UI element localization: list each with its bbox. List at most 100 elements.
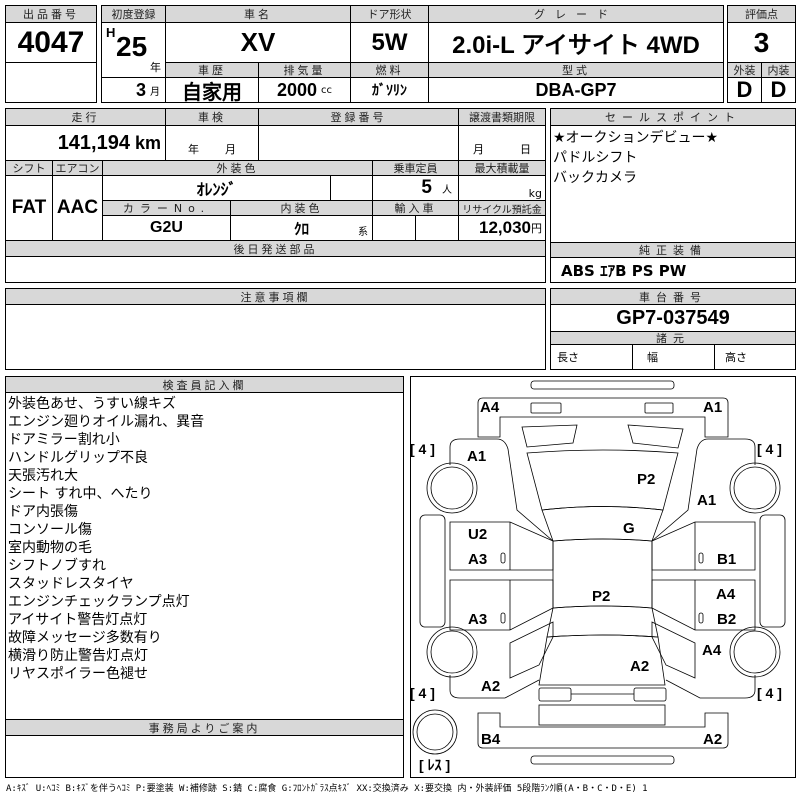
damage-mark: A3 <box>468 551 487 568</box>
car-diagram-box <box>410 376 796 778</box>
ext-color-label: 外装色 <box>102 160 373 176</box>
rear-window <box>546 605 659 638</box>
inspector-note: ドアミラー割れ小 <box>8 432 120 448</box>
damage-mark: A2 <box>630 658 649 675</box>
tire-tread-mark: [ 4 ] <box>410 441 435 457</box>
tire-tread-mark: [ 4 ] <box>410 685 435 701</box>
equipment: ABS ｴｱB PS PW <box>550 257 796 283</box>
mileage-value: 141,194 <box>57 131 130 154</box>
damage-mark: P2 <box>637 471 655 488</box>
color-no: G2U <box>102 215 231 241</box>
car-name-label: 車名 <box>165 5 351 23</box>
rear-quarter-right <box>651 621 756 699</box>
ext-score: D <box>727 77 762 103</box>
headlight-left <box>530 402 562 414</box>
doors-right <box>651 521 756 631</box>
inspector-note: アイサイト警告灯点灯 <box>8 612 148 628</box>
rear-quarter-left <box>449 621 554 699</box>
side-step-left <box>419 514 446 628</box>
later-parts-label: 後日発送部品 <box>5 240 546 257</box>
int-score-label: 内装 <box>761 62 796 78</box>
transfer-day-unit: 日 <box>520 143 531 156</box>
inspector-note: ドア内張傷 <box>8 504 78 520</box>
tail-light-left <box>538 687 572 702</box>
reg-no-label: 登録番号 <box>258 108 459 126</box>
sale-points: ★オークションデビュー★ パドルシフト バックカメラ <box>553 128 718 188</box>
inspector-label: 検査員記入欄 <box>5 376 404 393</box>
lot-number: 4047 <box>5 22 97 63</box>
ext-color-extra <box>330 175 373 201</box>
damage-mark: B4 <box>481 731 501 748</box>
car-name: XV <box>165 22 351 63</box>
notes <box>5 304 546 370</box>
transfer: 月日 <box>458 125 546 161</box>
tire-tread-mark: [ 4 ] <box>757 685 782 701</box>
capacity-unit: 人 <box>442 184 452 196</box>
tail-light-right <box>633 687 667 702</box>
recycle-value: 12,030 <box>479 218 531 237</box>
month-unit: 月 <box>150 86 160 98</box>
era: H <box>106 25 116 40</box>
inspector-note: コンソール傷 <box>8 522 92 538</box>
recycle-unit: 円 <box>531 222 542 235</box>
tire-tread-mark: [ 4 ] <box>757 441 782 457</box>
door-handles <box>500 552 704 624</box>
mileage-label: 走行 <box>5 108 166 126</box>
front-fender-right <box>651 438 756 542</box>
damage-mark: A3 <box>468 611 487 628</box>
displacement-label: 排気量 <box>258 62 351 78</box>
displacement-value: 2000 <box>276 79 318 100</box>
ac: AAC <box>52 175 103 241</box>
ac-label: エアコン <box>52 160 103 176</box>
ext-score-label: 外装 <box>727 62 762 78</box>
import-b <box>415 215 459 241</box>
headlight-right <box>644 402 674 414</box>
damage-mark: A4 <box>480 399 500 416</box>
inspector-note: スタッドレスタイヤ <box>8 576 134 592</box>
damage-mark: A2 <box>703 731 722 748</box>
lot-label: 出品番号 <box>5 5 97 23</box>
office-label: 事務局よりご案内 <box>5 719 404 736</box>
damage-mark: B1 <box>717 551 736 568</box>
tire-tread-mark: [ ﾚｽ ] <box>419 757 450 773</box>
front-panel <box>477 397 729 438</box>
front-bumper <box>530 380 675 390</box>
int-color: ｸﾛ系 <box>230 215 373 241</box>
damage-mark: G <box>623 520 635 537</box>
damage-mark: A4 <box>702 642 722 659</box>
spec-height: 高さ <box>714 344 796 370</box>
inspector-note: シフトノブすれ <box>8 558 106 574</box>
grade-label: グレード <box>428 5 724 23</box>
first-reg-label: 初度登録 <box>101 5 166 23</box>
int-color-value: ｸﾛ <box>293 219 309 238</box>
model-label: 型式 <box>428 62 724 78</box>
color-no-label: カラーNo. <box>102 200 231 216</box>
inspector-note: 天張汚れ大 <box>8 468 78 484</box>
rear-panel <box>477 712 729 749</box>
max-load: kg <box>458 175 546 201</box>
inspector-note: リヤスポイラー色褪せ <box>8 666 148 682</box>
mileage-unit: km <box>134 132 161 153</box>
damage-mark: A2 <box>481 678 500 695</box>
later-parts <box>5 256 546 283</box>
damage-mark: B2 <box>717 611 736 628</box>
notes-label: 注意事項欄 <box>5 288 546 305</box>
shift: FAT <box>5 175 53 241</box>
grille <box>521 424 684 449</box>
int-color-label: 内装色 <box>230 200 373 216</box>
windshield <box>541 506 664 542</box>
specs-label: 諸元 <box>550 331 796 345</box>
equipment-label: 純正装備 <box>550 242 796 258</box>
sale-point: ★オークションデビュー★ <box>553 130 719 146</box>
inspector-note: エンジンチェックランプ点灯 <box>8 594 190 610</box>
capacity-value: 5 <box>421 177 432 198</box>
sale-point: パドルシフト <box>553 150 638 166</box>
transfer-label: 譲渡書類期限 <box>458 108 546 126</box>
spec-width: 幅 <box>632 344 715 370</box>
import-a <box>372 215 416 241</box>
